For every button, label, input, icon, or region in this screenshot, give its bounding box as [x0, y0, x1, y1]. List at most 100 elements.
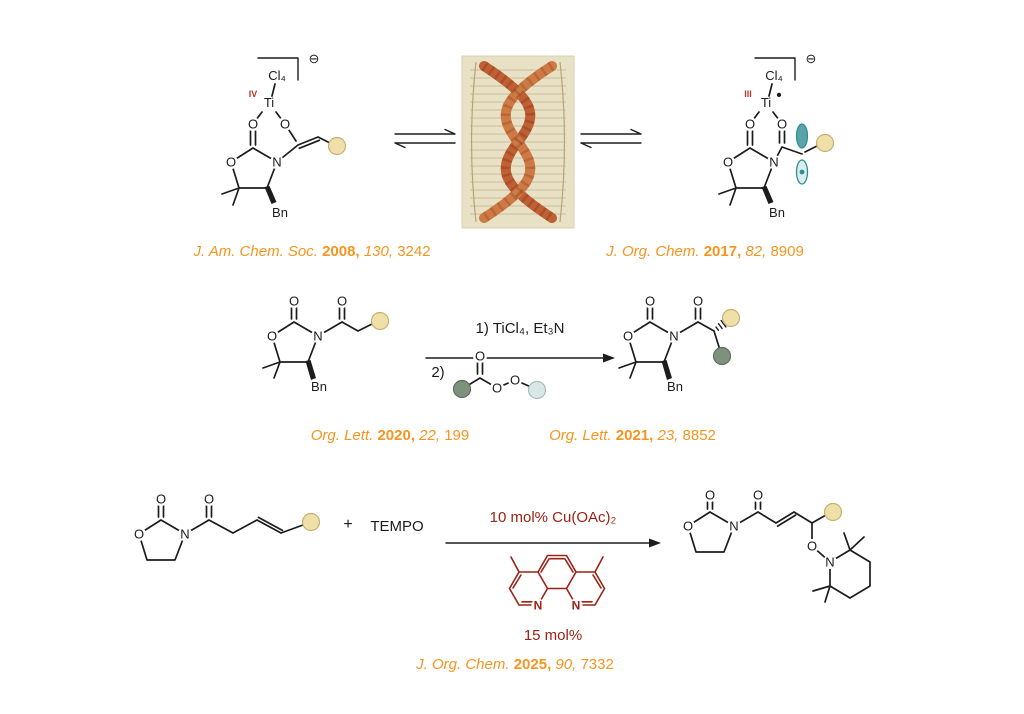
citation-year: 2020,: [377, 427, 415, 444]
oxidation-state-iii: III: [744, 89, 752, 99]
phenanthroline-ligand-structure: N N: [508, 554, 606, 613]
substituent-blob-mist: [527, 380, 547, 400]
substituent-blob-tan: [823, 502, 843, 522]
atom-bn: Bn: [311, 379, 327, 394]
substituent-blob-tan: [370, 311, 390, 331]
atom-n: N: [825, 555, 834, 570]
plus-sign: +: [343, 516, 353, 533]
atom-o: O: [745, 117, 755, 132]
atom-o: O: [623, 329, 633, 344]
citation-page: 8909: [770, 243, 804, 260]
atom-o: O: [475, 349, 485, 364]
citation-3: Org. Lett. 2020, 22, 199: [285, 427, 495, 444]
bond-lines: [618, 307, 727, 380]
atom-o: O: [337, 294, 347, 309]
substituent-blob-sage: [712, 346, 732, 366]
atom-o: O: [289, 294, 299, 309]
citation-journal: J. Org. Chem.: [416, 656, 510, 673]
conditions-step1: 1) TiCl₄, Et₃N: [475, 320, 565, 337]
radical-electron-dot: [799, 169, 805, 175]
alkene-imide-structure: O O O N: [132, 492, 321, 561]
equilibrium-arrows-right: [580, 128, 642, 149]
citation-journal: Org. Lett.: [310, 427, 374, 444]
citation-2: J. Org. Chem. 2017, 82, 8909: [580, 243, 830, 260]
atom-bn: Bn: [769, 205, 785, 220]
ti-iii-radical-structure: ⊖ Cl₄ Ti • III O O O N Bn: [718, 51, 835, 220]
imide-substrate-structure: O O O N Bn: [262, 294, 390, 394]
citation-volume: 90,: [555, 656, 577, 673]
atom-o: O: [723, 155, 733, 170]
atom-o: O: [248, 117, 258, 132]
citation-year: 2008,: [322, 243, 360, 260]
bond-lines: [687, 501, 871, 603]
atom-ti: Ti: [264, 95, 274, 110]
atom-bn: Bn: [667, 379, 683, 394]
atom-cl4: Cl₄: [268, 68, 286, 83]
atom-n: N: [313, 329, 322, 344]
citation-year: 2025,: [513, 656, 552, 673]
atom-o: O: [753, 488, 763, 503]
ligand-loading-label: 15 mol%: [523, 627, 583, 644]
atom-n: N: [669, 329, 678, 344]
citation-page: 199: [444, 427, 470, 444]
tempo-adduct-product-structure: O O O N O N: [681, 488, 871, 603]
citation-volume: 82,: [745, 243, 767, 260]
atom-o: O: [510, 373, 520, 388]
atom-bn: Bn: [272, 205, 288, 220]
atom-o: O: [280, 117, 290, 132]
bond-lines: [262, 307, 373, 380]
atom-o: O: [807, 539, 817, 554]
citation-4: Org. Lett. 2021, 23, 8852: [515, 427, 750, 444]
atom-o: O: [705, 488, 715, 503]
substituent-blob-sage: [452, 379, 472, 399]
bond-lines: [461, 362, 532, 390]
citation-page: 3242: [397, 243, 431, 260]
citation-5: J. Org. Chem. 2025, 90, 7332: [385, 656, 645, 673]
radical-orbital-upper-lobe: [795, 123, 809, 149]
reaction-arrow: [445, 538, 661, 548]
citation-page: 8852: [682, 427, 716, 444]
atom-o: O: [645, 294, 655, 309]
atom-ti: Ti: [761, 95, 771, 110]
bond-lines: [718, 57, 818, 206]
atom-o: O: [226, 155, 236, 170]
citation-volume: 22,: [419, 427, 441, 444]
atom-o: O: [777, 117, 787, 132]
substituent-blob-tan: [301, 512, 321, 532]
atom-n: N: [729, 519, 738, 534]
atom-n: N: [534, 599, 543, 613]
citation-volume: 130,: [363, 243, 394, 260]
citation-page: 7332: [580, 656, 614, 673]
atom-o: O: [156, 492, 166, 507]
citation-journal: Org. Lett.: [549, 427, 612, 444]
substituent-blob-tan: [327, 136, 347, 156]
reaction-arrow: [425, 353, 615, 363]
atom-n: N: [572, 599, 581, 613]
charge-minus: ⊖: [309, 51, 320, 66]
substituent-blob-tan: [721, 308, 741, 328]
equilibrium-arrows-left: [394, 128, 456, 149]
dna-helix-photo: [461, 55, 575, 229]
atom-o: O: [267, 329, 277, 344]
charge-minus: ⊖: [806, 51, 817, 66]
citation-volume: 23,: [657, 427, 679, 444]
oxidation-state-iv: IV: [249, 89, 258, 99]
atom-n: N: [180, 527, 189, 542]
alkylated-product-structure: O O O N Bn: [618, 294, 741, 394]
atom-o: O: [492, 381, 502, 396]
ti-iv-enolate-structure: ⊖ Cl₄ Ti IV O O O N Bn: [221, 51, 347, 220]
catalyst-conditions: 10 mol% Cu(OAc)₂: [489, 509, 617, 526]
peroxide-reagent-structure: O O O: [452, 349, 547, 400]
substituent-blob-tan: [815, 133, 835, 153]
atom-o: O: [693, 294, 703, 309]
atom-o: O: [683, 519, 693, 534]
radical-dot: •: [776, 87, 781, 104]
bond-lines: [508, 554, 606, 606]
atom-cl4: Cl₄: [765, 68, 783, 83]
bond-lines: [221, 57, 331, 206]
atom-n: N: [272, 155, 281, 170]
atom-o: O: [134, 527, 144, 542]
atom-n: N: [769, 155, 778, 170]
tempo-reagent-label: TEMPO: [370, 518, 424, 535]
